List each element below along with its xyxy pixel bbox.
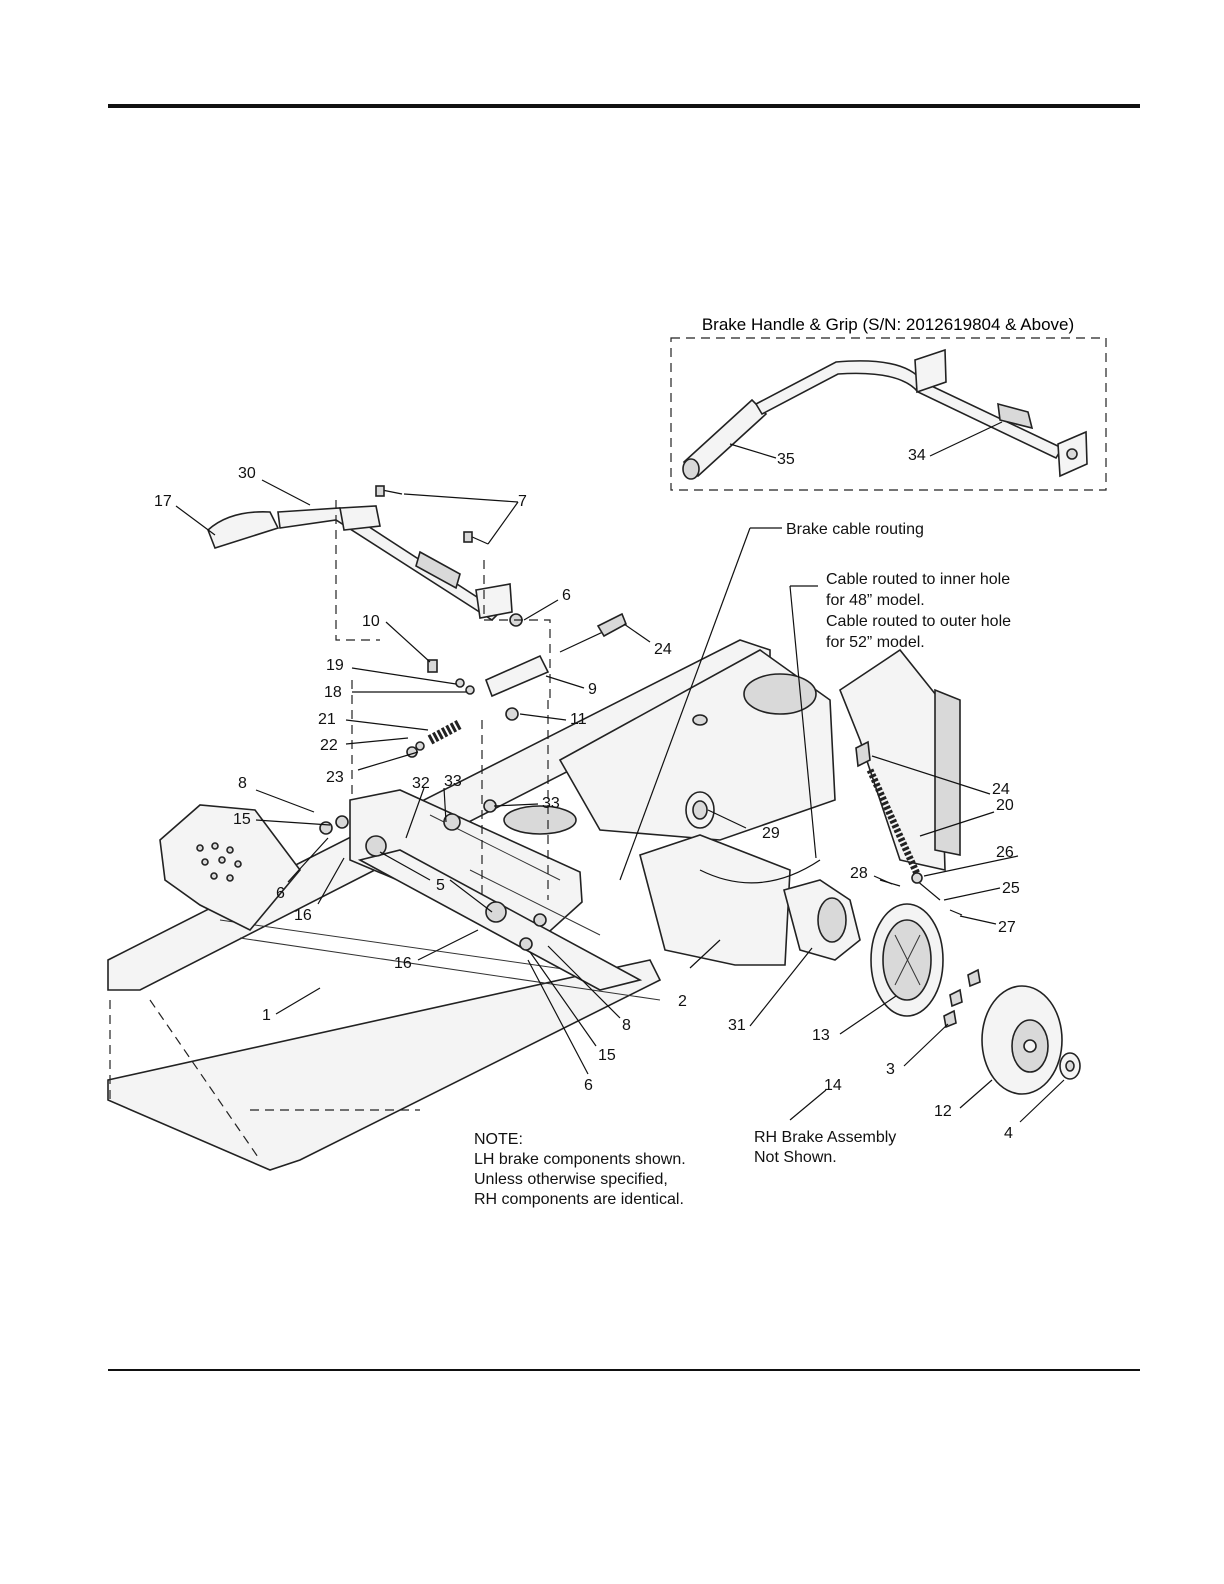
callout-24-upper: 24 [654,641,672,658]
callout-15-upper: 15 [233,811,251,828]
frame-illustration [107,485,1081,1171]
note-line-4: RH components are identical. [474,1191,684,1208]
callout-26: 26 [996,844,1014,861]
cable-note-line-2: for 48” model. [826,592,925,609]
callout-27: 27 [998,919,1016,936]
callout-34: 34 [908,447,926,464]
callout-13: 13 [812,1027,830,1044]
callout-4: 4 [1004,1125,1013,1142]
callout-25: 25 [1002,880,1020,897]
inset-handle-illustration [682,348,1088,480]
callout-6-upper: 6 [562,587,571,604]
callout-6-mid: 6 [276,885,285,902]
callout-21: 21 [318,711,336,728]
callout-24-right: 24 [992,781,1010,798]
inset-title: Brake Handle & Grip (S/N: 2012619804 & A… [702,315,1074,334]
callout-33-mid: 33 [542,795,560,812]
cable-note-line-1: Cable routed to inner hole [826,571,1010,588]
callout-23: 23 [326,769,344,786]
callout-30: 30 [238,465,256,482]
note-line-3: Unless otherwise specified, [474,1171,668,1188]
callout-18: 18 [324,684,342,701]
callout-29: 29 [762,825,780,842]
cable-note-line-4: for 52” model. [826,634,925,651]
callout-5: 5 [436,877,445,894]
leader-lines [175,479,1065,1123]
callout-22: 22 [320,737,338,754]
callout-8-upper: 8 [238,775,247,792]
callout-17: 17 [154,493,172,510]
callout-16-lower: 16 [394,955,412,972]
rh-note-line-2: Not Shown. [754,1149,837,1166]
rh-note-line-1: RH Brake Assembly [754,1129,896,1146]
note-line-2: LH brake components shown. [474,1151,686,1168]
callout-33-upper: 33 [444,773,462,790]
cable-note-line-3: Cable routed to outer hole [826,613,1011,630]
callout-32: 32 [412,775,430,792]
callout-15-lower: 15 [598,1047,616,1064]
callout-10: 10 [362,613,380,630]
callout-14: 14 [824,1077,842,1094]
bottom-rule [108,1369,1140,1371]
callout-6-lower: 6 [584,1077,593,1094]
callout-labels: 30 17 7 6 24 10 19 18 9 11 21 22 23 8 33… [154,465,1020,1142]
callout-35: 35 [777,451,795,468]
note-line-1: NOTE: [474,1131,523,1148]
callout-28: 28 [850,865,868,882]
callout-1: 1 [262,1007,271,1024]
callout-20: 20 [996,797,1014,814]
callout-7: 7 [518,493,527,510]
callout-9: 9 [588,681,597,698]
plate-holes [196,842,242,882]
top-rule [108,104,1140,108]
callout-19: 19 [326,657,344,674]
callout-11: 11 [570,711,587,728]
brake-cable-routing-label: Brake cable routing [786,521,924,538]
callout-3: 3 [886,1061,895,1078]
annotations: Brake cable routing Cable routed to inne… [474,521,1011,1208]
callout-12: 12 [934,1103,952,1120]
inset-box: Brake Handle & Grip (S/N: 2012619804 & A… [670,315,1107,491]
callout-8-lower: 8 [622,1017,631,1034]
callout-16-upper: 16 [294,907,312,924]
callout-2: 2 [678,993,687,1010]
callout-31: 31 [728,1017,746,1034]
